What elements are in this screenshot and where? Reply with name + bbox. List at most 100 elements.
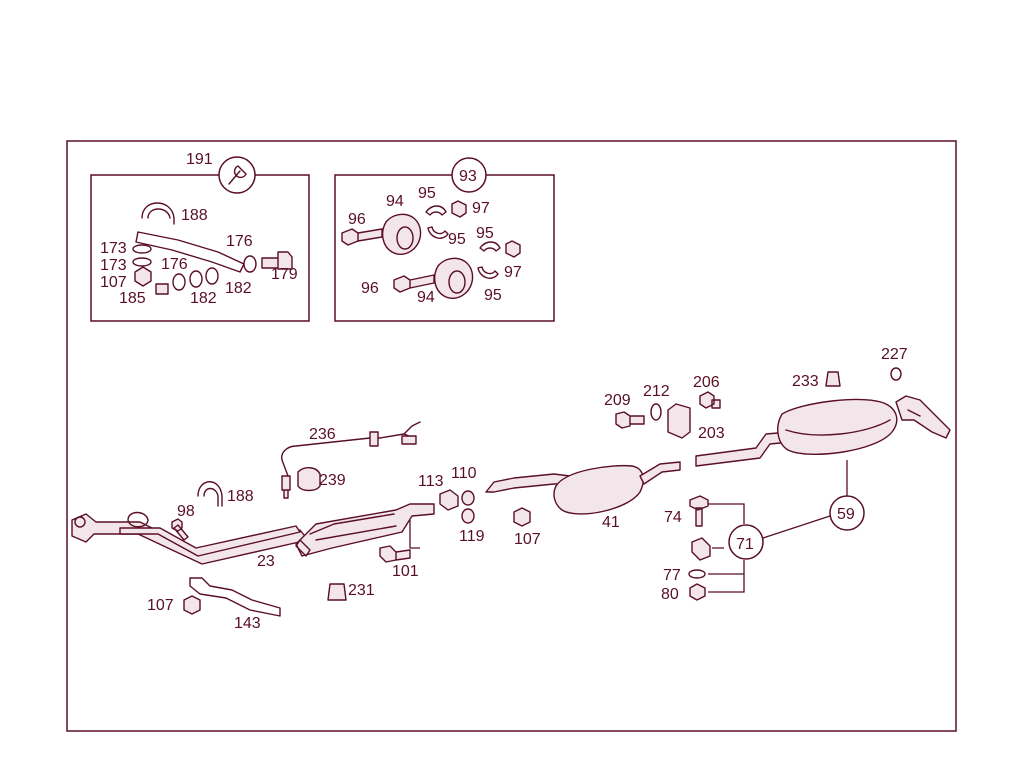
part-washer-176: [243, 255, 257, 273]
callout-23: 23: [257, 553, 275, 570]
part-hanger-188: [141, 202, 175, 225]
callout-231: 231: [348, 582, 375, 599]
callout-203: 203: [698, 425, 725, 442]
callout-182: 182: [225, 280, 252, 297]
callout-80: 80: [661, 586, 679, 603]
callout-107: 107: [514, 531, 541, 548]
callout-236: 236: [309, 426, 336, 443]
part-washer-182b: [189, 270, 203, 288]
callout-173: 173: [100, 257, 127, 274]
part-clamp-95c: [479, 241, 501, 252]
part-nut-206: [699, 391, 721, 409]
part-clamp-95d: [477, 266, 499, 279]
part-flange-94b-hole: [448, 270, 466, 294]
callout-101: 101: [392, 563, 419, 580]
part-nut-80: [689, 583, 706, 601]
kit-box-rings: 93 96 94 95 97 95 95 97 96 94 95: [334, 157, 555, 322]
callout-96: 96: [361, 280, 379, 297]
middle-muffler-41: [485, 461, 681, 515]
part-clamp-95a: [425, 205, 447, 216]
part-clip-239: [297, 467, 321, 492]
rear-muffler: [695, 395, 951, 467]
callout-188: 188: [227, 488, 254, 505]
callout-188: 188: [181, 207, 208, 224]
callout-95: 95: [418, 185, 436, 202]
part-washer-212: [650, 403, 662, 421]
part-bolt-209: [615, 411, 645, 429]
part-nut-107-main: [183, 595, 201, 615]
catalytic-converter: [295, 503, 435, 557]
callout-239: 239: [319, 472, 346, 489]
callout-95: 95: [484, 287, 502, 304]
callout-94: 94: [417, 289, 435, 306]
callout-107: 107: [100, 274, 127, 291]
part-hanger-203: [667, 403, 691, 439]
part-hanger-188-main: [197, 481, 223, 507]
callout-233: 233: [792, 373, 819, 390]
part-bolt-98: [171, 518, 189, 541]
bracket-to-converter: [409, 520, 420, 549]
callout-182: 182: [190, 290, 217, 307]
part-washer-77: [688, 569, 706, 579]
part-bolt-185: [155, 283, 169, 295]
callout-107: 107: [147, 597, 174, 614]
callout-119: 119: [459, 528, 485, 545]
callout-179: 179: [271, 266, 298, 283]
callout-97: 97: [472, 200, 490, 217]
part-washer-173b: [132, 257, 152, 267]
callout-212: 212: [643, 383, 670, 400]
callout-97: 97: [504, 264, 522, 281]
part-bolt-96a: [341, 228, 383, 246]
part-clamp-71: [691, 537, 711, 561]
part-clamp-113: [439, 489, 459, 511]
ring-kit-number: 93: [459, 168, 477, 185]
cable-connector: [369, 431, 379, 447]
part-washer-182c: [205, 267, 219, 285]
callout-173: 173: [100, 240, 127, 257]
callout-143: 143: [234, 615, 261, 632]
assembly-lead-71: [708, 503, 745, 593]
ring-kit-badge[interactable]: [451, 157, 487, 193]
part-rubber-mount-231: [327, 583, 347, 601]
part-bolt-101: [379, 545, 411, 563]
callout-176: 176: [226, 233, 253, 250]
part-washer-173a: [132, 244, 152, 254]
part-nut-97b: [505, 240, 521, 258]
callout-110: 110: [451, 465, 477, 482]
part-ring-119: [461, 508, 475, 524]
part-buffer-233: [825, 371, 841, 387]
wrench-kit-number: 191: [186, 151, 213, 168]
callout-209: 209: [604, 392, 631, 409]
part-grommet-227: [890, 367, 902, 381]
part-washer-182a: [172, 273, 186, 291]
callout-71: 71: [736, 536, 754, 553]
callout-206: 206: [693, 374, 720, 391]
callout-113: 113: [418, 473, 444, 490]
callout-74: 74: [664, 509, 682, 526]
kit-box-wrench: 191 188 173 173 176 176 107 179 185 182 …: [90, 151, 310, 322]
part-ring-110: [461, 490, 475, 506]
part-nut-107-box: [134, 266, 152, 287]
part-bolt-74: [689, 495, 709, 527]
callout-94: 94: [386, 193, 404, 210]
lead-71-59: [762, 515, 831, 539]
callout-96: 96: [348, 211, 366, 228]
callout-59: 59: [837, 506, 855, 523]
oxygen-sensor-body: [281, 475, 291, 499]
diagram-frame: [66, 140, 957, 732]
part-bolt-96b: [393, 274, 435, 293]
part-clamp-95b: [427, 226, 449, 239]
oxygen-sensor-cable-236: [281, 421, 421, 477]
callout-185: 185: [119, 290, 146, 307]
callout-95: 95: [476, 225, 494, 242]
part-nut-107-joint: [513, 507, 531, 527]
part-bolt-179: [261, 251, 293, 270]
wrench-icon: [228, 165, 247, 185]
part-nut-97a: [451, 200, 467, 218]
assembly-badge-71[interactable]: [728, 524, 764, 560]
cable-plug: [401, 435, 417, 445]
callout-98: 98: [177, 503, 195, 520]
callout-95: 95: [448, 231, 466, 248]
part-bracket-143: [189, 577, 281, 617]
